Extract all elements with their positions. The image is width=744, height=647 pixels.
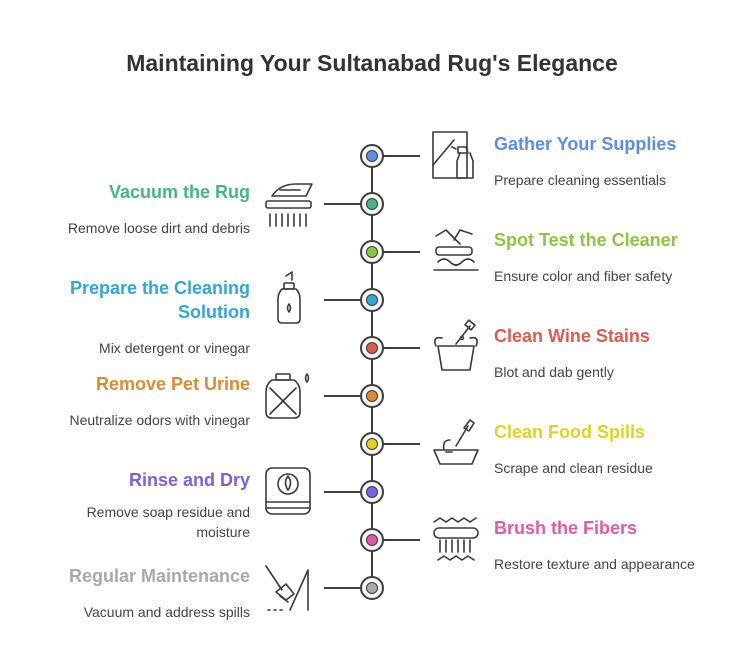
step-title: Clean Wine Stains: [494, 326, 650, 346]
broom-icon: [265, 565, 309, 611]
scrape-bowl-icon: [433, 419, 479, 465]
timeline-node-dot: [366, 438, 378, 450]
wine-bucket-icon: [434, 319, 478, 371]
timeline-node-dot: [366, 486, 378, 498]
step-description: Remove loose dirt and debris: [67, 220, 250, 236]
timeline-node-dot: [366, 198, 378, 210]
step-title: Spot Test the Cleaner: [494, 230, 678, 250]
timeline-node-dot: [366, 390, 378, 402]
step-description: Mix detergent or vinegar: [99, 340, 250, 356]
step-title: Rinse and Dry: [128, 470, 250, 490]
vacuum-icon: [265, 183, 313, 227]
vinegar-jug-icon: [265, 373, 310, 419]
towel-drop-icon: [265, 467, 311, 515]
brush-icon: [433, 517, 479, 561]
step-title: Prepare the Cleaning Solution: [69, 278, 250, 322]
timeline-node-dot: [366, 246, 378, 258]
step-title: Brush the Fibers: [494, 518, 638, 538]
spot-test-icon: [433, 229, 479, 271]
step-description: Remove soap residue and moisture: [86, 504, 250, 540]
step-title: Clean Food Spills: [494, 422, 646, 442]
timeline-node-dot: [366, 582, 378, 594]
timeline-node-dot: [366, 342, 378, 354]
step-title: Gather Your Supplies: [494, 134, 677, 154]
step-description: Blot and dab gently: [494, 364, 614, 380]
step-description: Ensure color and fiber safety: [494, 268, 673, 284]
spray-bottle-icon: [432, 131, 474, 179]
step-title: Regular Maintenance: [68, 566, 250, 586]
step-title: Remove Pet Urine: [95, 374, 250, 394]
timeline-node-dot: [366, 150, 378, 162]
page-title: Maintaining Your Sultanabad Rug's Elegan…: [126, 50, 618, 76]
step-title: Vacuum the Rug: [108, 182, 250, 202]
step-description: Neutralize odors with vinegar: [69, 412, 250, 428]
detergent-bottle-icon: [277, 271, 301, 324]
step-description: Prepare cleaning essentials: [494, 172, 666, 188]
timeline-node-dot: [366, 534, 378, 546]
step-description: Scrape and clean residue: [494, 460, 653, 476]
step-description: Restore texture and appearance: [494, 556, 695, 572]
timeline-node-dot: [366, 294, 378, 306]
step-description: Vacuum and address spills: [83, 604, 250, 620]
